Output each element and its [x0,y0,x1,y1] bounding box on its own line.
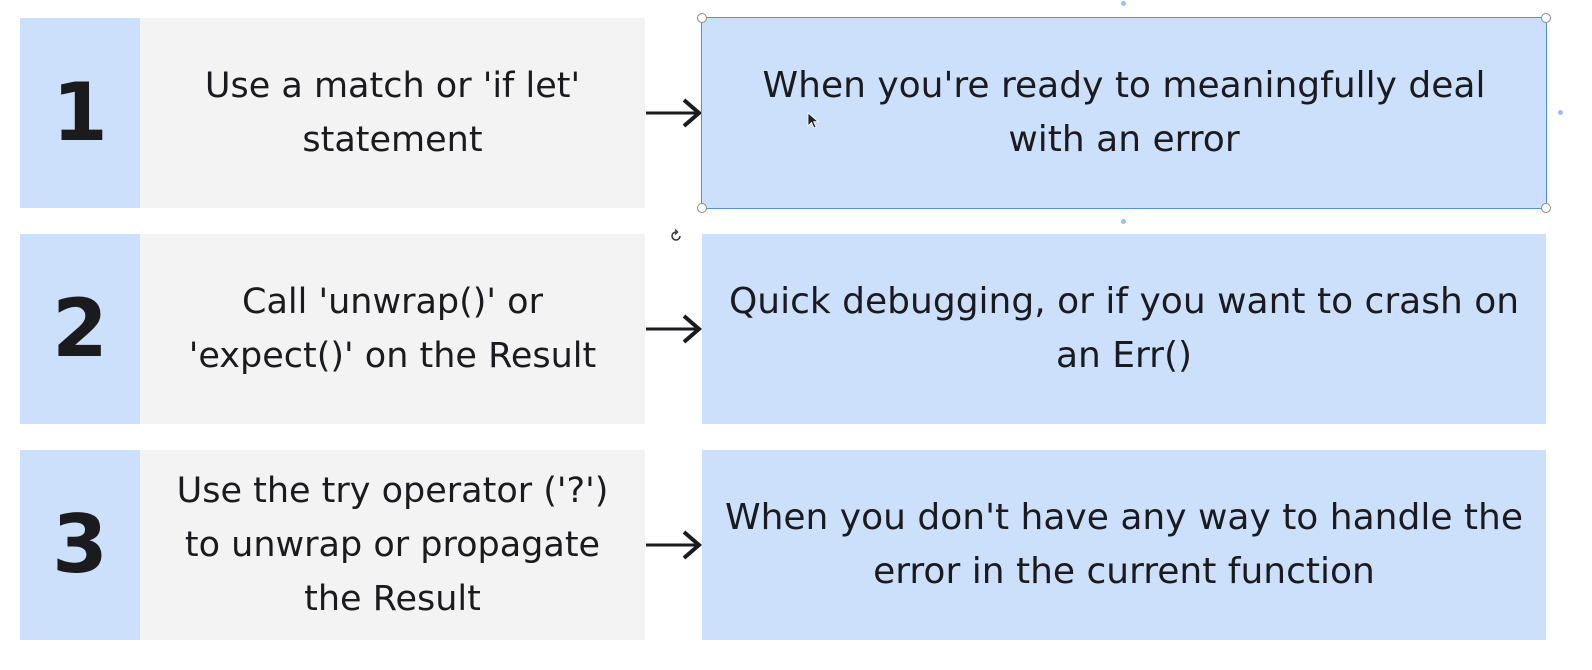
method-text: Use a match or 'if let' statement [205,59,580,167]
method-line: the Result [304,579,481,619]
usage-line: Quick debugging, or if you want to crash… [728,281,1520,322]
resize-handle-top-left[interactable] [697,13,707,23]
method-box-3[interactable]: Use the try operator ('?') to unwrap or … [140,450,645,640]
method-line: Call 'unwrap()' or [242,282,543,322]
arrow-right-icon[interactable] [644,93,706,133]
row-number: 1 [52,66,108,159]
number-box-2[interactable]: 2 [20,234,140,424]
row-3: 3 Use the try operator ('?') to unwrap o… [0,450,1592,640]
method-line: 'expect()' on the Result [188,336,597,376]
method-box-1[interactable]: Use a match or 'if let' statement [140,18,645,208]
usage-line: When you don't have any way to handle th… [724,497,1523,538]
connector-dot-bottom[interactable] [1121,219,1126,224]
row-number: 3 [52,498,108,591]
method-line: statement [302,120,483,160]
method-line: Use a match or 'if let' [204,66,581,106]
usage-line: with an error [1008,119,1240,160]
method-text: Call 'unwrap()' or 'expect()' on the Res… [189,275,596,383]
usage-line: When you're ready to meaningfully deal [762,65,1486,106]
usage-box-1[interactable]: When you're ready to meaningfully deal w… [701,17,1547,209]
usage-box-3[interactable]: When you don't have any way to handle th… [702,450,1546,640]
usage-line: an Err() [1055,335,1193,376]
usage-text: Quick debugging, or if you want to crash… [729,275,1519,383]
usage-text: When you're ready to meaningfully deal w… [763,59,1486,167]
usage-box-2[interactable]: Quick debugging, or if you want to crash… [702,234,1546,424]
connector-dot-right[interactable] [1558,110,1563,115]
usage-text: When you don't have any way to handle th… [725,491,1523,599]
rotate-icon[interactable] [668,228,684,244]
row-number: 2 [52,282,108,375]
resize-handle-bottom-left[interactable] [697,203,707,213]
resize-handle-bottom-right[interactable] [1541,203,1551,213]
method-line: to unwrap or propagate [184,525,601,565]
cursor-icon [807,112,819,129]
method-text: Use the try operator ('?') to unwrap or … [177,464,609,626]
row-2: 2 Call 'unwrap()' or 'expect()' on the R… [0,234,1592,424]
row-1: 1 Use a match or 'if let' statement When… [0,17,1592,209]
number-box-1[interactable]: 1 [20,18,140,208]
number-box-3[interactable]: 3 [20,450,140,640]
resize-handle-top-right[interactable] [1541,13,1551,23]
usage-line: error in the current function [873,551,1375,592]
arrow-right-icon[interactable] [644,525,706,565]
connector-dot-top[interactable] [1121,1,1126,6]
arrow-right-icon[interactable] [644,309,706,349]
method-box-2[interactable]: Call 'unwrap()' or 'expect()' on the Res… [140,234,645,424]
method-line: Use the try operator ('?') [176,471,609,511]
